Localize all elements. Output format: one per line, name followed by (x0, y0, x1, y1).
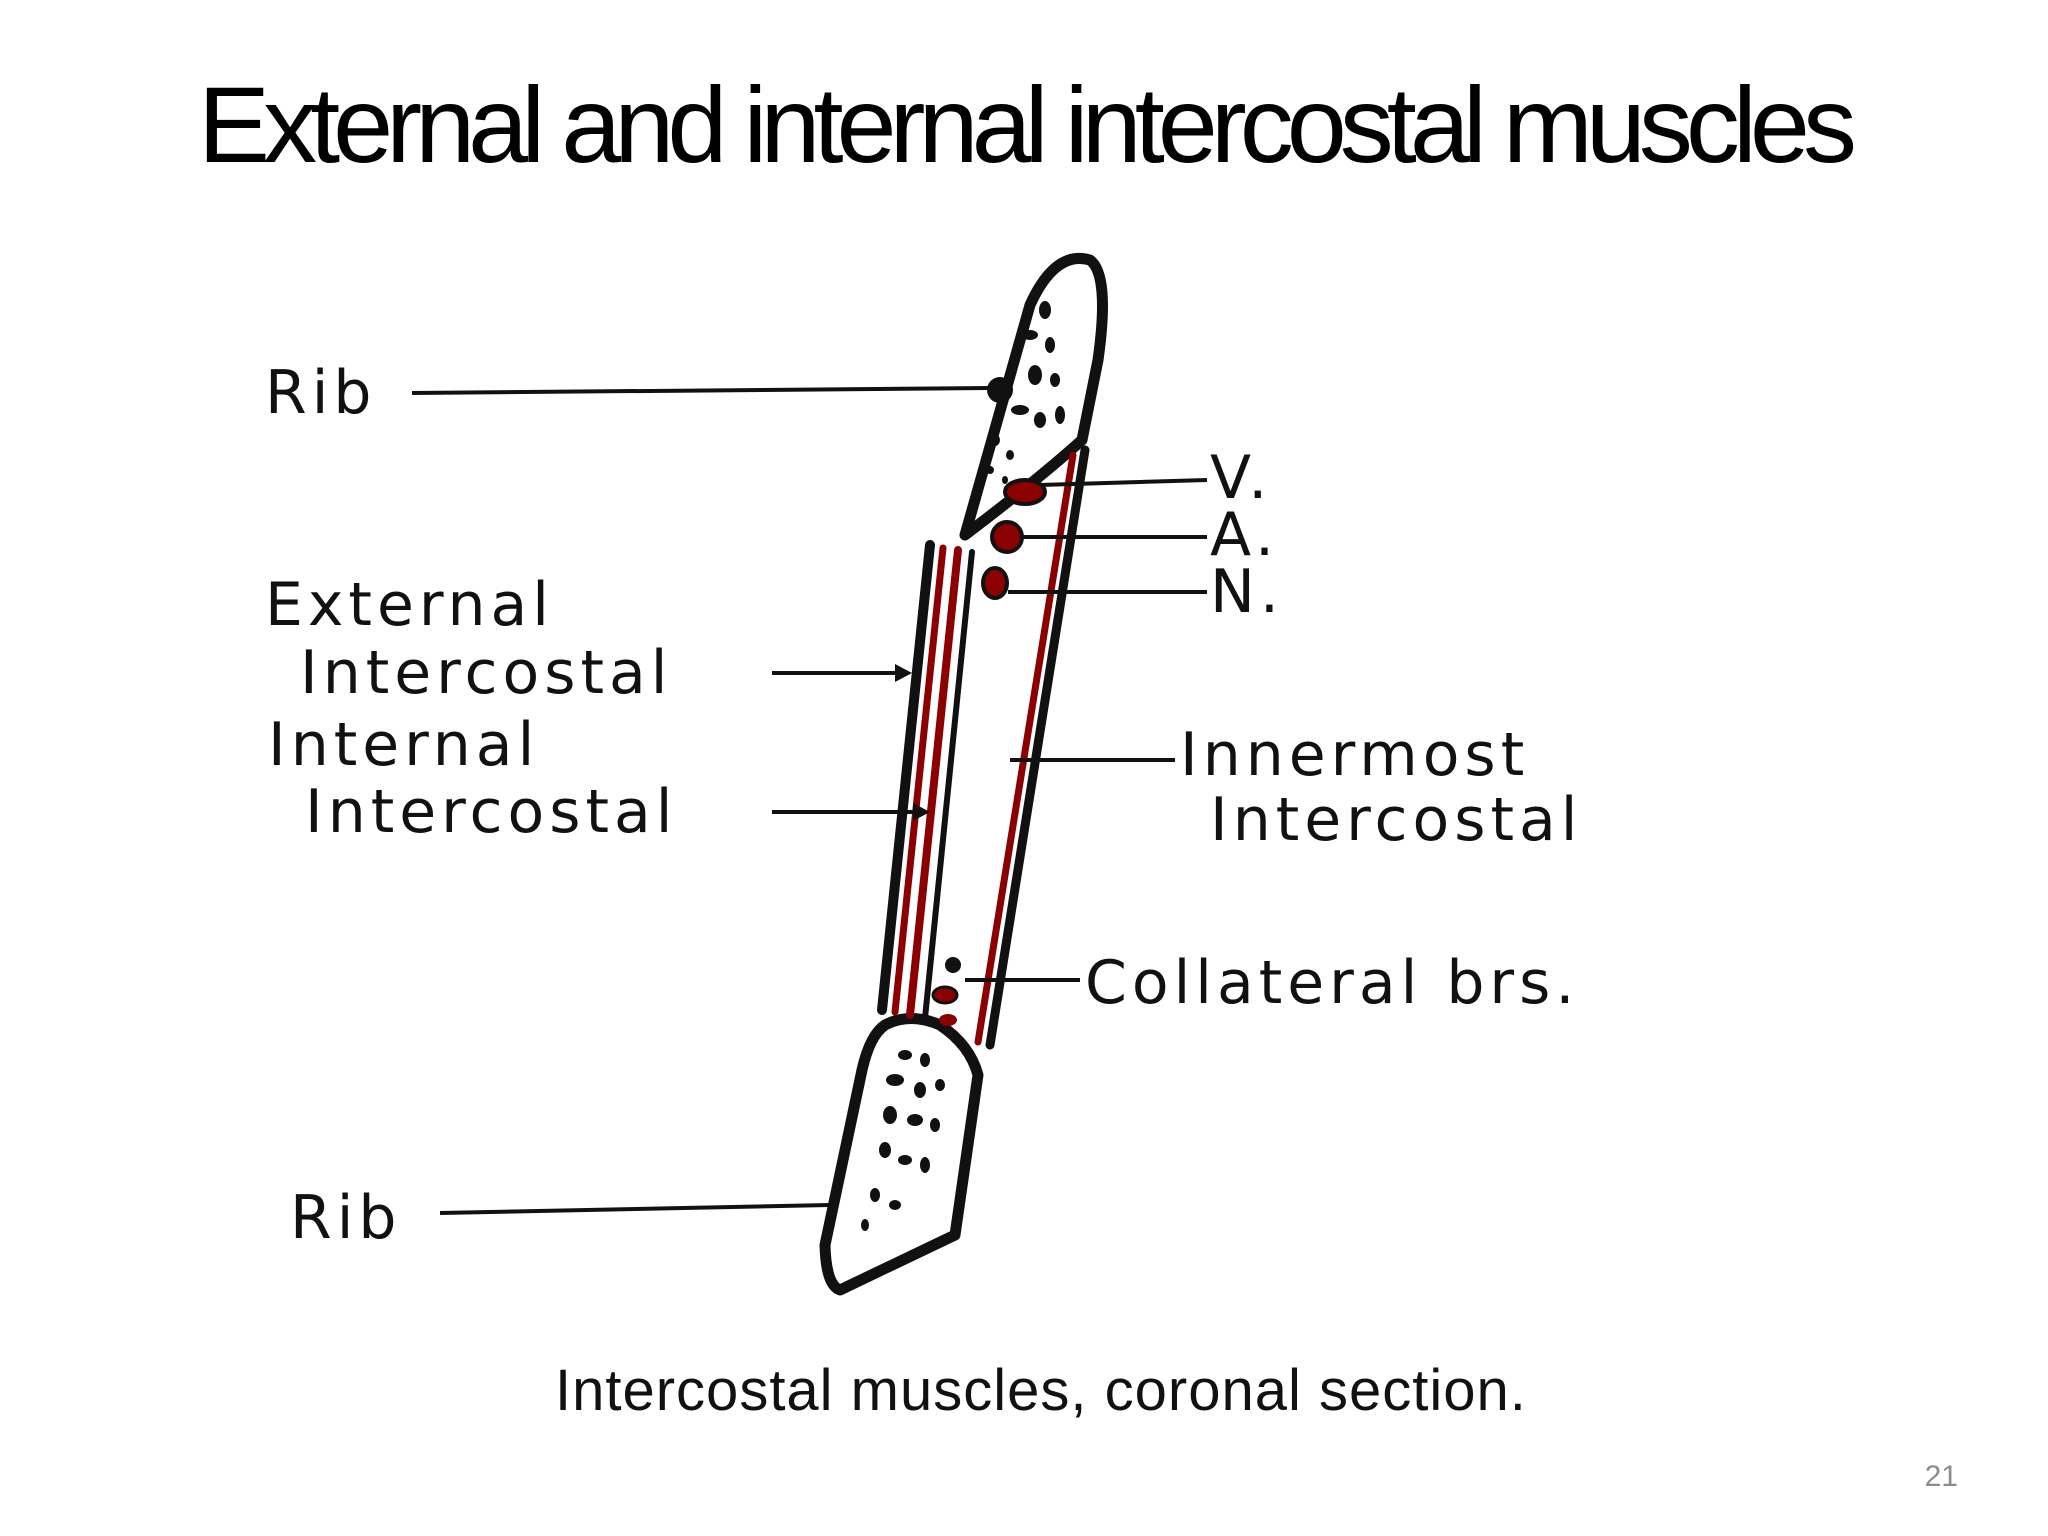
leader-lines (411, 386, 1208, 1215)
collateral-branches (931, 957, 961, 1026)
rib-top-leader (411, 386, 991, 395)
internal-intercostal-layer (906, 546, 975, 1021)
label-collateral: Collateral brs. (1085, 948, 1579, 1018)
label-innermost-line2: Intercostal (1210, 785, 1582, 855)
lower-rib-marrow (861, 1050, 945, 1231)
label-innermost-line1: Innermost (1180, 720, 1529, 790)
label-artery: A. (1210, 500, 1279, 570)
label-rib-bottom: Rib (290, 1183, 401, 1253)
intercostal-vein (1003, 478, 1047, 506)
label-external-line1: External (265, 570, 554, 640)
page-number: 21 (1924, 1460, 1958, 1493)
intercostal-nerve (981, 566, 1009, 600)
label-rib-top: Rib (265, 358, 376, 428)
rib-bottom-leader (439, 1203, 831, 1215)
vein-leader (1039, 478, 1208, 487)
label-internal-line1: Internal (268, 710, 539, 780)
label-nerve: N. (1210, 557, 1284, 627)
leader-arrowheads (895, 664, 930, 821)
label-external-line2: Intercostal (300, 638, 672, 708)
label-internal-line2: Intercostal (305, 777, 677, 847)
intercostal-artery (990, 520, 1024, 554)
innermost-intercostal-layer (974, 445, 1090, 1050)
label-vein: V. (1210, 443, 1272, 513)
external-intercostal-layer (877, 540, 947, 1016)
figure-caption: Intercostal muscles, coronal section. (555, 1358, 1527, 1423)
slide-title: External and internal intercostal muscle… (198, 64, 1857, 185)
upper-rib-marrow (986, 301, 1065, 484)
